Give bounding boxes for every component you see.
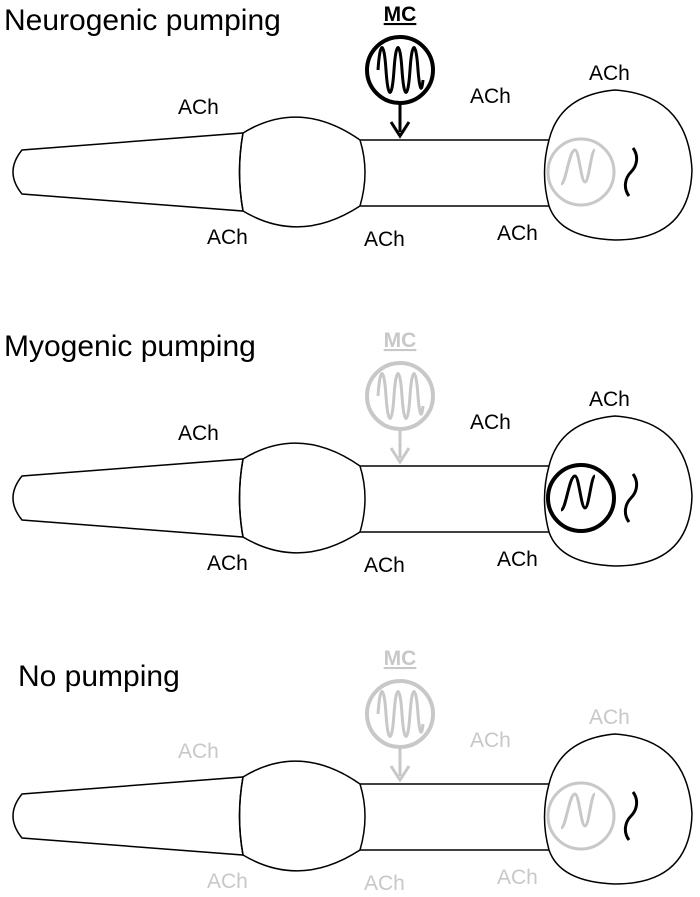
pump-wave-icon	[623, 473, 639, 523]
ach-label-isthmus-top: ACh	[470, 729, 511, 752]
panel-myogenic: Myogenic pumping MC ACh ACh ACh ACh ACh …	[4, 329, 693, 577]
myogenic-oscillator	[546, 463, 639, 533]
ach-label-isthmus-bottom: ACh	[364, 228, 405, 251]
ach-label-corpus-top: ACh	[178, 740, 219, 763]
ach-label-corpus-top: ACh	[178, 422, 219, 445]
pump-wave-icon	[623, 791, 639, 841]
pump-wave-icon	[623, 147, 639, 197]
ach-label-isthmus-bottom: ACh	[364, 554, 405, 577]
ach-label-isthmus-bottom: ACh	[364, 872, 405, 895]
mc-oscillator-icon	[365, 361, 435, 431]
ach-label-isthmus-top: ACh	[470, 85, 511, 108]
mc-neuron: MC	[365, 3, 435, 139]
panel-neurogenic: Neurogenic pumping MC ACh ACh ACh ACh AC…	[4, 3, 693, 251]
ach-label-corpus-top: ACh	[178, 96, 219, 119]
ach-label-bulb-bottom: ACh	[497, 866, 538, 889]
mc-label: MC	[384, 329, 417, 352]
mc-oscillator-icon	[365, 679, 435, 749]
myogenic-oscillator	[546, 137, 639, 207]
ach-label-bulb-top: ACh	[589, 388, 630, 411]
panel-no-pumping: No pumping MC ACh ACh ACh ACh ACh ACh	[12, 647, 693, 895]
panel-title: Myogenic pumping	[4, 330, 256, 363]
mc-oscillator-icon	[365, 35, 435, 105]
mc-neuron: MC	[365, 329, 435, 465]
panel-title: Neurogenic pumping	[4, 4, 281, 37]
ach-label-corpus-bottom: ACh	[207, 552, 248, 575]
ach-label-bulb-bottom: ACh	[497, 548, 538, 571]
ach-label-bulb-bottom: ACh	[497, 222, 538, 245]
panel-title: No pumping	[18, 660, 180, 693]
ach-label-isthmus-top: ACh	[470, 411, 511, 434]
mc-label: MC	[384, 3, 417, 26]
ach-label-bulb-top: ACh	[589, 706, 630, 729]
myogenic-oscillator	[546, 781, 639, 851]
ach-label-corpus-bottom: ACh	[207, 226, 248, 249]
mc-label: MC	[384, 647, 417, 670]
ach-label-corpus-bottom: ACh	[207, 870, 248, 893]
ach-label-bulb-top: ACh	[589, 62, 630, 85]
mc-neuron: MC	[365, 647, 435, 783]
